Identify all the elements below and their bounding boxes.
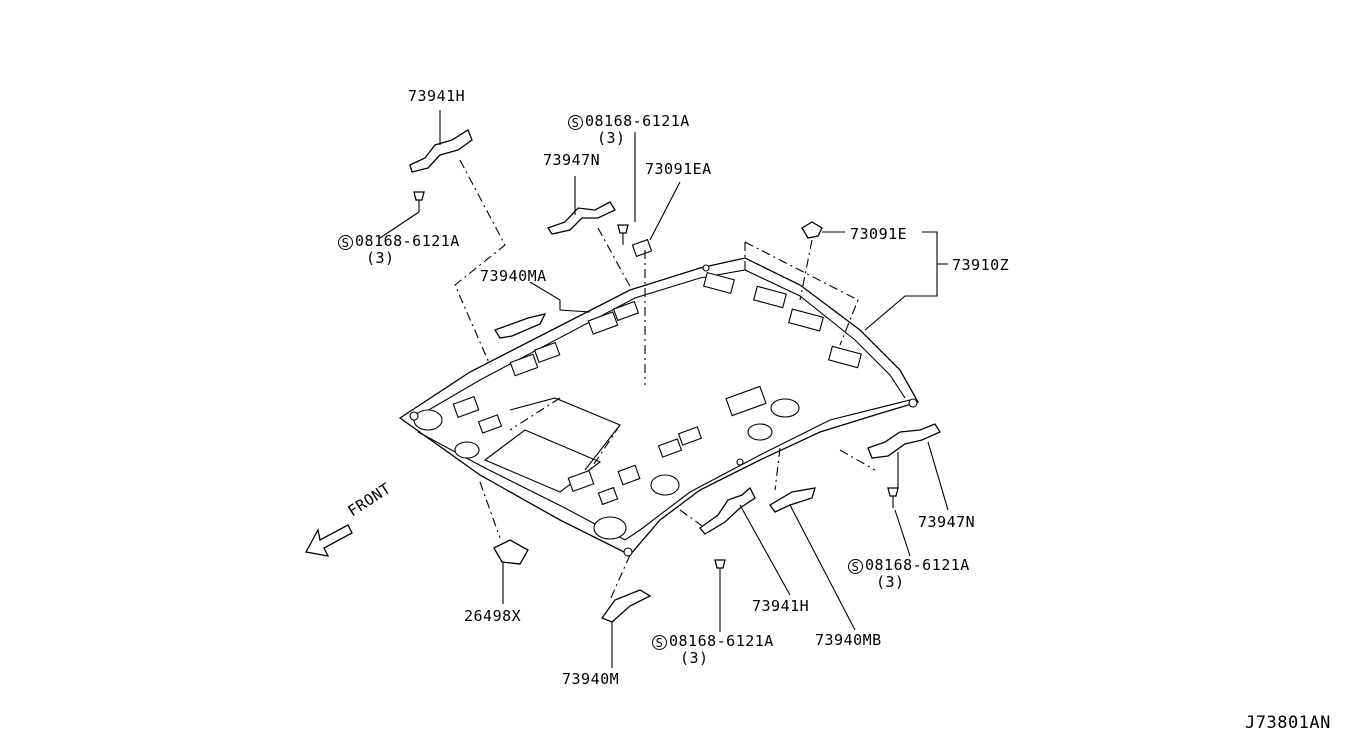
- label-73941H-top: 73941H: [408, 87, 466, 105]
- label-73947N-top: 73947N: [543, 151, 601, 169]
- label-screw-2-qty: (3): [597, 129, 626, 147]
- handle-73940M: [600, 589, 652, 623]
- label-73910Z: 73910Z: [952, 256, 1010, 274]
- handle-73940MA: [494, 313, 547, 339]
- label-73940MA: 73940MA: [480, 267, 547, 285]
- clip-26498X: [493, 539, 529, 565]
- screw-part-number: 08168-6121A: [669, 632, 774, 650]
- front-arrow-icon: [304, 524, 353, 557]
- screw-part-number: 08168-6121A: [355, 232, 460, 250]
- label-73091EA: 73091EA: [645, 160, 712, 178]
- label-73091E: 73091E: [850, 225, 908, 243]
- label-73940M: 73940M: [562, 670, 620, 688]
- handle-73940MB: [769, 487, 816, 513]
- label-screw-4-qty: (3): [680, 649, 709, 667]
- label-26498X: 26498X: [464, 607, 522, 625]
- screw-top-left: [413, 191, 425, 201]
- screw-right: [887, 487, 899, 497]
- screw-symbol-icon: S: [568, 115, 583, 130]
- screw-top-middle: [617, 224, 629, 234]
- screw-part-number: 08168-6121A: [865, 556, 970, 574]
- label-73941H-bottom: 73941H: [752, 597, 810, 615]
- screw-symbol-icon: S: [848, 559, 863, 574]
- screw-part-number: 08168-6121A: [585, 112, 690, 130]
- screw-bottom-middle: [714, 559, 726, 569]
- label-73947N-right: 73947N: [918, 513, 976, 531]
- screw-symbol-icon: S: [338, 235, 353, 250]
- pad-73091EA: [631, 238, 653, 258]
- label-screw-3-qty: (3): [876, 573, 905, 591]
- screw-symbol-icon: S: [652, 635, 667, 650]
- label-73940MB: 73940MB: [815, 631, 882, 649]
- label-screw-1-qty: (3): [366, 249, 395, 267]
- bracket-73947N-right: [867, 423, 941, 459]
- bracket-73941H-top: [409, 129, 473, 173]
- headliner-panel: [398, 257, 919, 556]
- clip-73091E: [801, 221, 823, 239]
- bracket-73947N-top: [546, 201, 616, 235]
- diagram-id: J73801AN: [1245, 713, 1331, 733]
- bracket-73941H-bottom: [699, 486, 756, 535]
